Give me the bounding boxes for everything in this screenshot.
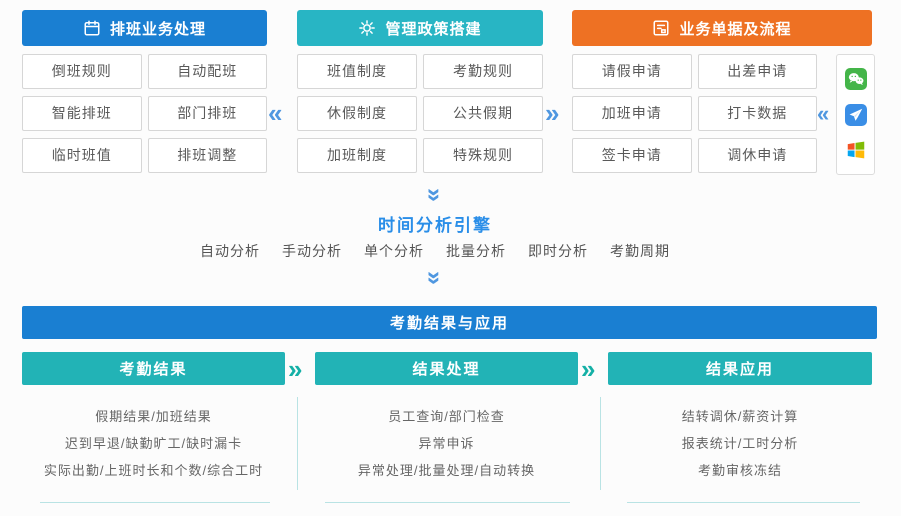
list-item: 结转调休/薪资计算	[681, 409, 799, 424]
diagram-node: 考勤规则	[423, 54, 543, 89]
diagram-node: 公共假期	[423, 96, 543, 131]
list-item: 异常申诉	[418, 436, 475, 451]
documents-node-grid: 请假申请 出差申请 加班申请 打卡数据 签卡申请 调休申请	[572, 54, 817, 173]
results-item-list: 假期结果/加班结果 迟到早退/缺勤旷工/缺时漏卡 实际出勤/上班时长和个数/综合…	[22, 403, 285, 484]
calendar-icon	[84, 20, 100, 36]
form-flow-icon	[653, 20, 669, 36]
chevron-left-icon: «	[268, 98, 283, 128]
chevron-left-icon: «	[817, 101, 830, 126]
engine-mode-list: 自动分析 手动分析 单个分析 批量分析 即时分析 考勤周期	[0, 241, 870, 261]
list-item: 迟到早退/缺勤旷工/缺时漏卡	[64, 436, 243, 451]
section-header-results: 考勤结果	[22, 352, 285, 385]
chevron-down-icon: »	[421, 188, 449, 202]
column-underline	[627, 502, 860, 503]
engine-mode: 自动分析	[200, 243, 260, 259]
diagram-node: 出差申请	[697, 54, 817, 89]
diagram-node: 临时班值	[22, 138, 142, 173]
diagram-node: 加班申请	[572, 96, 692, 131]
chevron-right-icon: »	[581, 354, 596, 384]
diagram-node: 排班调整	[147, 138, 267, 173]
chevron-right-icon: »	[288, 354, 303, 384]
diagram-node: 自动配班	[147, 54, 267, 89]
diagram-node: 签卡申请	[572, 138, 692, 173]
diagram-node: 特殊规则	[423, 138, 543, 173]
section-header-processing: 结果处理	[315, 352, 578, 385]
diagram-node: 加班制度	[297, 138, 417, 173]
section-header-application: 结果应用	[608, 352, 872, 385]
application-item-list: 结转调休/薪资计算 报表统计/工时分析 考勤审核冻结	[608, 403, 872, 484]
block-title: 业务单据及流程	[679, 20, 792, 38]
block-header-scheduling: 排班业务处理	[22, 10, 267, 46]
diagram-node: 调休申请	[697, 138, 817, 173]
diagram-node: 休假制度	[297, 96, 417, 131]
chevron-right-icon: »	[545, 98, 560, 128]
engine-mode: 手动分析	[282, 243, 342, 259]
column-divider	[600, 397, 601, 490]
policy-node-grid: 班值制度 考勤规则 休假制度 公共假期 加班制度 特殊规则	[297, 54, 543, 173]
engine-mode: 考勤周期	[610, 243, 670, 259]
list-item: 实际出勤/上班时长和个数/综合工时	[43, 463, 264, 478]
diagram-node: 班值制度	[297, 54, 417, 89]
list-item: 员工查询/部门检查	[388, 409, 505, 424]
list-item: 异常处理/批量处理/自动转换	[357, 463, 536, 478]
chevron-down-icon: »	[421, 271, 449, 285]
column-underline	[40, 502, 270, 503]
paper-plane-app-icon	[844, 103, 867, 126]
data-source-panel	[836, 54, 875, 175]
column-underline	[325, 502, 570, 503]
wechat-icon	[844, 68, 867, 91]
flow-down-connector: »	[0, 266, 870, 291]
block-header-policy: 管理政策搭建	[297, 10, 543, 46]
engine-mode: 批量分析	[446, 243, 506, 259]
list-item: 假期结果/加班结果	[95, 409, 212, 424]
results-banner: 考勤结果与应用	[22, 306, 877, 339]
processing-item-list: 员工查询/部门检查 异常申诉 异常处理/批量处理/自动转换	[315, 403, 578, 484]
column-divider	[297, 397, 298, 490]
diagram-node: 部门排班	[147, 96, 267, 131]
engine-title: 时间分析引擎	[378, 216, 492, 235]
scheduling-node-grid: 倒班规则 自动配班 智能排班 部门排班 临时班值 排班调整	[22, 54, 267, 173]
block-title: 管理政策搭建	[385, 20, 482, 38]
diagram-node: 请假申请	[572, 54, 692, 89]
block-title: 排班业务处理	[109, 20, 206, 38]
engine-mode: 即时分析	[528, 243, 588, 259]
block-header-documents: 业务单据及流程	[572, 10, 872, 46]
diagram-node: 倒班规则	[22, 54, 142, 89]
engine-mode: 单个分析	[364, 243, 424, 259]
flow-down-connector: »	[0, 183, 870, 208]
diagram-node: 智能排班	[22, 96, 142, 131]
list-item: 考勤审核冻结	[697, 463, 782, 478]
gear-icon	[359, 20, 376, 36]
list-item: 报表统计/工时分析	[681, 436, 799, 451]
diagram-node: 打卡数据	[697, 96, 817, 131]
windows-icon	[847, 141, 864, 159]
